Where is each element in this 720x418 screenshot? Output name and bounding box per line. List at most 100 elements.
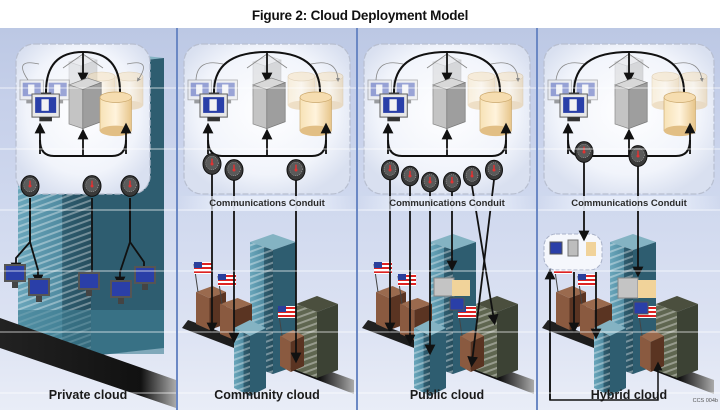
workstation-monitor-icon	[110, 280, 132, 304]
document-icon	[556, 84, 563, 95]
document-icon	[389, 99, 397, 111]
gauge-hub	[28, 184, 32, 188]
gauge-hub	[90, 184, 94, 188]
monitor-stand	[39, 117, 52, 122]
building-roof	[640, 330, 664, 342]
cylinder-top	[99, 91, 132, 103]
communications-conduit-label: Communications Conduit	[178, 196, 356, 211]
building-roof	[556, 286, 586, 298]
monitor-stand	[142, 284, 148, 290]
server-icon-small	[567, 239, 579, 257]
document-icon	[41, 99, 49, 111]
gauge-meter-icon	[202, 153, 222, 175]
fan-out-arrows	[375, 53, 518, 80]
building-front	[640, 336, 651, 372]
server-front	[252, 84, 268, 130]
gauge-meter-icon	[82, 175, 102, 197]
monitor-stand	[36, 296, 42, 302]
gauge-hub	[582, 150, 586, 154]
monitor-screen	[6, 266, 24, 280]
flag-stripe	[578, 283, 596, 285]
building-front	[556, 292, 570, 330]
workstation-monitor-icon	[4, 264, 26, 288]
flag-stripe	[398, 279, 416, 281]
figure-title: Figure 2: Cloud Deployment Model	[251, 8, 469, 23]
gauge-hub	[210, 162, 214, 166]
public-cloud-illustration	[362, 43, 534, 396]
server-tower-icon	[613, 77, 649, 130]
workstation-monitor-icon	[28, 278, 50, 302]
gauge-hub	[428, 180, 432, 184]
panel-private-cloud: Private cloud	[0, 28, 176, 410]
flag-canton	[398, 274, 406, 280]
monitor-icon-small	[633, 301, 649, 315]
server-icon-small	[617, 277, 639, 299]
tower-side	[610, 328, 626, 396]
storage-icon-small	[586, 242, 596, 256]
monitor-screen	[22, 82, 41, 97]
cylinder-top	[299, 91, 332, 103]
building-roof	[220, 298, 252, 310]
cylinder-top	[651, 71, 680, 82]
workstation-monitor-icon	[134, 266, 156, 290]
document-icon	[402, 84, 409, 95]
monitor-screen	[216, 82, 235, 97]
building-roof	[460, 330, 484, 342]
tower-side	[430, 328, 446, 396]
server-front	[432, 84, 448, 130]
desktop-monitor-icon	[199, 93, 228, 122]
us-flag-icon	[374, 262, 392, 274]
panel-label: Hybrid cloud	[590, 388, 668, 402]
document-icon	[209, 99, 217, 111]
us-flag-icon	[194, 262, 212, 274]
gauge-meter-icon	[421, 171, 439, 193]
server-side	[266, 82, 286, 130]
flag-canton	[194, 262, 202, 268]
building-front	[460, 336, 471, 372]
gauge-meter-icon	[120, 175, 140, 197]
flag-stripe	[458, 311, 476, 313]
gauge-meter-icon	[20, 175, 40, 197]
tower-side	[677, 304, 698, 378]
document-icon	[569, 99, 577, 111]
flag-stripe	[458, 315, 476, 317]
fan-out-arrows	[555, 53, 702, 80]
connection-arrow	[29, 198, 44, 286]
gauge-hub	[450, 180, 454, 184]
building-front	[400, 304, 415, 340]
flag-canton	[374, 262, 382, 268]
document-icon	[376, 84, 383, 95]
flag-stripe	[194, 263, 212, 265]
panel-divider	[176, 28, 178, 410]
monitor-icon-small	[549, 241, 563, 255]
gauge-hub	[388, 168, 392, 172]
us-flag-icon	[578, 274, 596, 286]
monitor-screen	[550, 82, 569, 97]
panel-divider	[536, 28, 538, 410]
document-icon	[222, 84, 229, 95]
panel-divider	[356, 28, 358, 410]
flag-stripe	[278, 311, 296, 313]
building-front	[220, 304, 235, 340]
tower-side	[317, 304, 338, 378]
flag-stripe	[194, 271, 212, 273]
fan-out-arrows	[22, 53, 144, 80]
document-icon	[582, 84, 589, 95]
gauge-meter-icon	[463, 165, 481, 187]
panel-label: Private cloud	[48, 388, 128, 402]
gauge-meter-icon	[574, 141, 594, 163]
tower-window-stripes	[414, 328, 430, 396]
flag-stripe	[554, 271, 572, 273]
private-cloud-illustration	[0, 43, 176, 408]
document-icon	[54, 84, 61, 95]
monitor-screen	[370, 82, 389, 97]
gauge-hub	[408, 174, 412, 178]
us-flag-icon	[278, 306, 296, 318]
monitor-screen	[48, 82, 67, 97]
gauge-hub	[636, 154, 640, 158]
server-front	[614, 84, 630, 130]
desktop-monitor-icon	[559, 93, 588, 122]
road	[0, 318, 176, 408]
monitor-screen	[190, 82, 209, 97]
gauge-meter-icon	[381, 159, 399, 181]
